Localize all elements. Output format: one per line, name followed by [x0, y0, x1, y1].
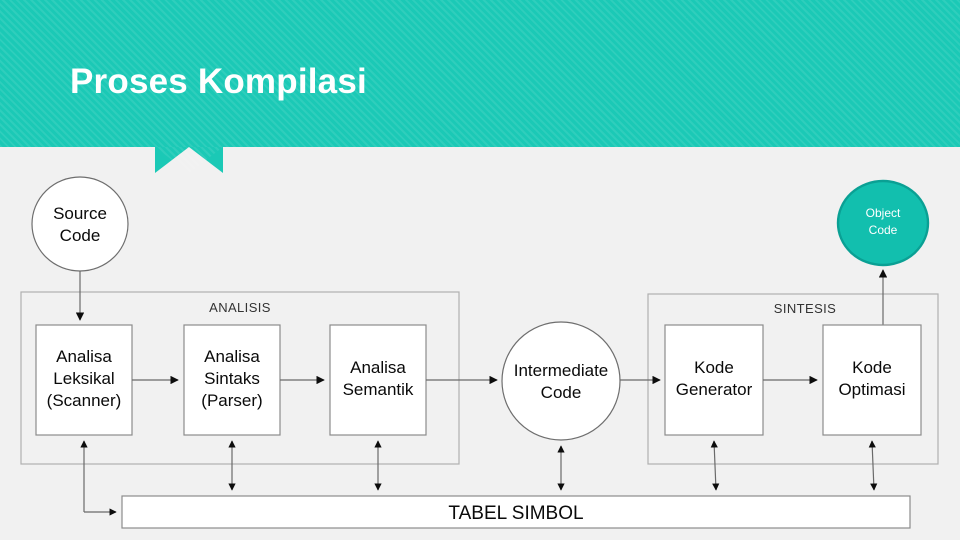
node-analisa-semantik-line2: Semantik [343, 380, 414, 399]
group-box-sintesis [647, 293, 939, 465]
node-kode-optimasi[interactable] [822, 324, 922, 436]
node-kode-optimasi-line2: Optimasi [838, 380, 905, 399]
group-box-analisis [20, 291, 460, 465]
node-kode-optimasi-line1: Kode [852, 358, 892, 377]
node-kode-generator-line2: Generator [676, 380, 753, 399]
node-object-code-line1: Object [866, 206, 901, 220]
node-source-code-line1: Source [53, 204, 107, 223]
node-object-code[interactable] [836, 179, 930, 267]
node-intermediate-code-line1: Intermediate [514, 361, 609, 380]
header-notch-arrow [155, 147, 223, 173]
page-title: Proses Kompilasi [70, 62, 367, 101]
node-tabel-simbol[interactable] [121, 495, 911, 529]
node-tabel-simbol-label: TABEL SIMBOL [448, 503, 583, 524]
node-analisa-sintaks-line2: Sintaks [204, 369, 260, 388]
node-intermediate-code[interactable] [501, 321, 621, 441]
node-source-code-line2: Code [60, 226, 101, 245]
node-object-code-line2: Code [869, 223, 898, 237]
node-source-code[interactable] [31, 176, 129, 272]
arrow-tabel-simbol-to-optimasi [868, 440, 878, 491]
group-label-analisis: ANALISIS [209, 300, 271, 315]
node-analisa-leksikal-line1: Analisa [56, 347, 112, 366]
group-label-sintesis: SINTESIS [774, 301, 836, 316]
node-analisa-sintaks-line1: Analisa [204, 347, 260, 366]
node-intermediate-code-line2: Code [541, 383, 582, 402]
arrow-tabel-simbol-to-generator [710, 440, 720, 491]
node-analisa-leksikal[interactable] [35, 324, 133, 436]
node-analisa-leksikal-line3: (Scanner) [47, 391, 122, 410]
node-analisa-sintaks-line3: (Parser) [201, 391, 262, 410]
node-analisa-semantik-line1: Analisa [350, 358, 406, 377]
header-banner [0, 0, 960, 147]
node-kode-generator[interactable] [664, 324, 764, 436]
node-kode-generator-line1: Kode [694, 358, 734, 377]
node-analisa-semantik[interactable] [329, 324, 427, 436]
node-analisa-leksikal-line2: Leksikal [53, 369, 114, 388]
